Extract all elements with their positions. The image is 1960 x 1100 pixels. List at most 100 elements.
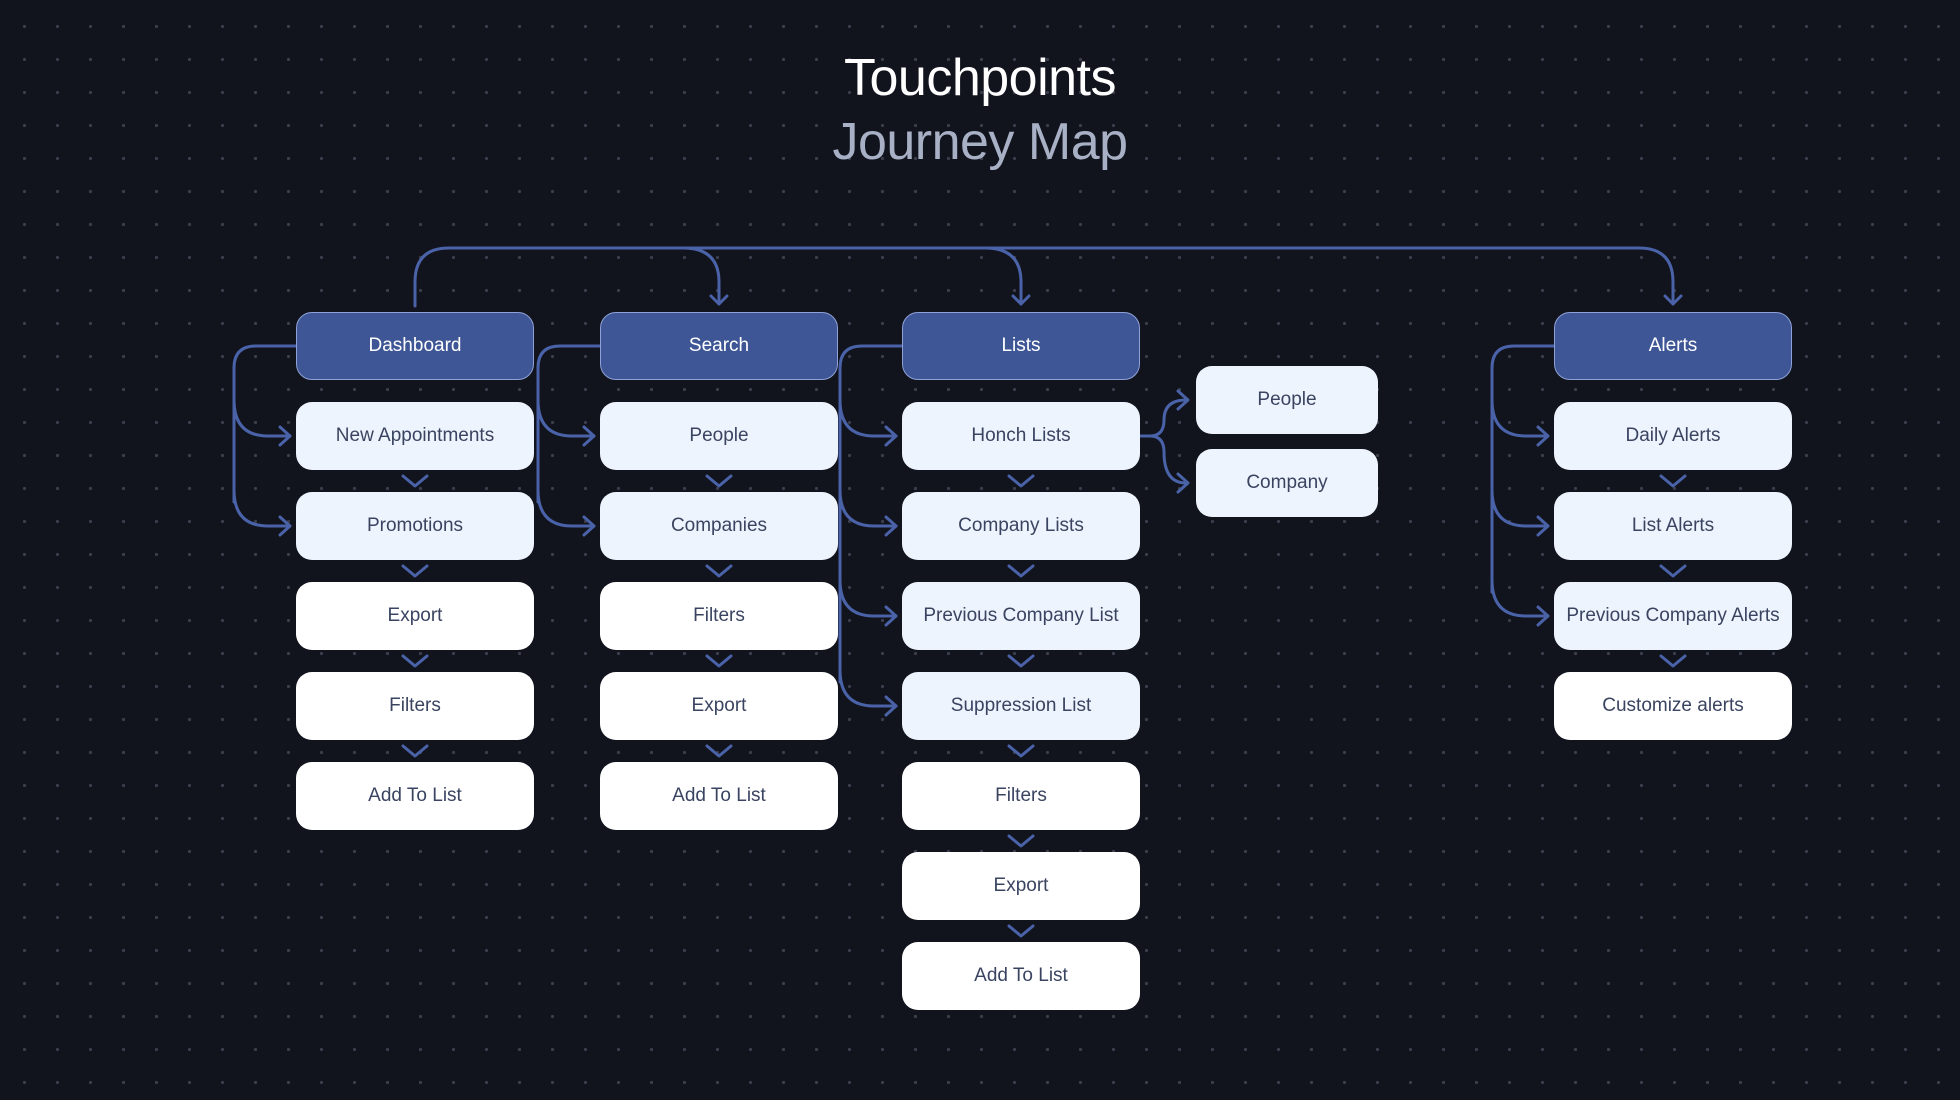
branch-arrow-search-0 [582, 425, 596, 447]
branch-dashboard-0 [232, 398, 292, 438]
node-alerts-previous-company-alerts-label: Previous Company Alerts [1566, 605, 1780, 626]
branch-arrow-lists-3 [884, 695, 898, 717]
branch-spine-dashboard [232, 344, 298, 504]
node-lists-add-to-list-label: Add To List [974, 965, 1068, 986]
node-honch-company[interactable]: Company [1196, 449, 1378, 517]
node-honch-company-label: Company [1246, 472, 1328, 493]
branch-lists-2 [838, 578, 898, 618]
node-lists-filters[interactable]: Filters [902, 762, 1140, 830]
branch-arrow-search-1 [582, 515, 596, 537]
branch-alerts-1 [1490, 488, 1550, 528]
node-search-filters-label: Filters [693, 605, 745, 626]
branch-spine-lists [838, 344, 904, 684]
honch-arrow-1 [1176, 472, 1190, 494]
header-tree-branch-1 [681, 246, 721, 306]
branch-dashboard-1 [232, 488, 292, 528]
branch-spine-alerts [1490, 344, 1556, 594]
node-honch-people[interactable]: People [1196, 366, 1378, 434]
header-tree-arrow-2 [1011, 294, 1031, 306]
node-search-companies-label: Companies [670, 515, 768, 536]
node-lists-export[interactable]: Export [902, 852, 1140, 920]
node-alerts-daily-alerts[interactable]: Daily Alerts [1554, 402, 1792, 470]
branch-arrow-alerts-2 [1536, 605, 1550, 627]
node-dashboard-add-to-list[interactable]: Add To List [296, 762, 534, 830]
header-tree-line [413, 246, 1675, 308]
branch-search-1 [536, 488, 596, 528]
chevron-dashboard-2 [401, 564, 429, 578]
branch-arrow-lists-2 [884, 605, 898, 627]
header-dashboard[interactable]: Dashboard [296, 312, 534, 380]
header-dashboard-label: Dashboard [368, 335, 462, 356]
node-search-filters[interactable]: Filters [600, 582, 838, 650]
chevron-alerts-2 [1659, 564, 1687, 578]
chevron-search-2 [705, 564, 733, 578]
node-honch-people-label: People [1257, 389, 1317, 410]
header-tree-branch-2 [983, 246, 1023, 306]
branch-arrow-lists-0 [884, 425, 898, 447]
branch-arrow-lists-1 [884, 515, 898, 537]
chevron-search-3 [705, 654, 733, 668]
node-search-add-to-list[interactable]: Add To List [600, 762, 838, 830]
node-alerts-list-alerts-label: List Alerts [1631, 515, 1715, 536]
chevron-lists-5 [1007, 834, 1035, 848]
branch-lists-0 [838, 398, 898, 438]
branch-arrow-alerts-1 [1536, 515, 1550, 537]
chevron-lists-3 [1007, 654, 1035, 668]
chevron-dashboard-3 [401, 654, 429, 668]
node-search-export-label: Export [691, 695, 747, 716]
node-dashboard-new-appointments[interactable]: New Appointments [296, 402, 534, 470]
header-alerts-label: Alerts [1648, 335, 1698, 356]
node-lists-company-lists-label: Company Lists [958, 515, 1084, 536]
node-dashboard-filters-label: Filters [389, 695, 441, 716]
honch-branch-company [1148, 434, 1188, 485]
diagram-subtitle: Journey Map [832, 113, 1128, 171]
node-lists-add-to-list[interactable]: Add To List [902, 942, 1140, 1010]
branch-alerts-2 [1490, 578, 1550, 618]
chevron-lists-6 [1007, 924, 1035, 938]
branch-arrow-dashboard-0 [278, 425, 292, 447]
header-alerts[interactable]: Alerts [1554, 312, 1792, 380]
chevron-alerts-1 [1659, 474, 1687, 488]
honch-branch-people [1138, 398, 1188, 438]
node-dashboard-filters[interactable]: Filters [296, 672, 534, 740]
node-dashboard-promotions[interactable]: Promotions [296, 492, 534, 560]
node-lists-filters-label: Filters [995, 785, 1047, 806]
header-lists-label: Lists [1001, 335, 1041, 356]
node-dashboard-add-to-list-label: Add To List [368, 785, 462, 806]
node-dashboard-new-appointments-label: New Appointments [335, 425, 495, 446]
chevron-dashboard-1 [401, 474, 429, 488]
header-lists[interactable]: Lists [902, 312, 1140, 380]
header-search[interactable]: Search [600, 312, 838, 380]
node-search-export[interactable]: Export [600, 672, 838, 740]
node-dashboard-export[interactable]: Export [296, 582, 534, 650]
node-lists-company-lists[interactable]: Company Lists [902, 492, 1140, 560]
chevron-lists-2 [1007, 564, 1035, 578]
branch-search-0 [536, 398, 596, 438]
node-alerts-customize-alerts-label: Customize alerts [1602, 695, 1744, 716]
branch-lists-1 [838, 488, 898, 528]
node-dashboard-promotions-label: Promotions [366, 515, 464, 536]
header-tree-arrow-1 [709, 294, 729, 306]
node-lists-previous-company-list-label: Previous Company List [923, 605, 1119, 626]
header-tree-arrow-3 [1663, 294, 1683, 306]
chevron-lists-1 [1007, 474, 1035, 488]
node-search-add-to-list-label: Add To List [672, 785, 766, 806]
branch-arrow-dashboard-1 [278, 515, 292, 537]
node-lists-suppression-list[interactable]: Suppression List [902, 672, 1140, 740]
chevron-search-4 [705, 744, 733, 758]
chevron-dashboard-4 [401, 744, 429, 758]
branch-spine-search [536, 344, 602, 504]
node-search-people[interactable]: People [600, 402, 838, 470]
node-search-people-label: People [689, 425, 749, 446]
branch-lists-3 [838, 668, 898, 708]
chevron-lists-4 [1007, 744, 1035, 758]
node-lists-export-label: Export [993, 875, 1049, 896]
node-dashboard-export-label: Export [387, 605, 443, 626]
node-alerts-list-alerts[interactable]: List Alerts [1554, 492, 1792, 560]
node-lists-previous-company-list[interactable]: Previous Company List [902, 582, 1140, 650]
node-alerts-customize-alerts[interactable]: Customize alerts [1554, 672, 1792, 740]
node-lists-honch-lists[interactable]: Honch Lists [902, 402, 1140, 470]
node-search-companies[interactable]: Companies [600, 492, 838, 560]
node-alerts-previous-company-alerts[interactable]: Previous Company Alerts [1554, 582, 1792, 650]
